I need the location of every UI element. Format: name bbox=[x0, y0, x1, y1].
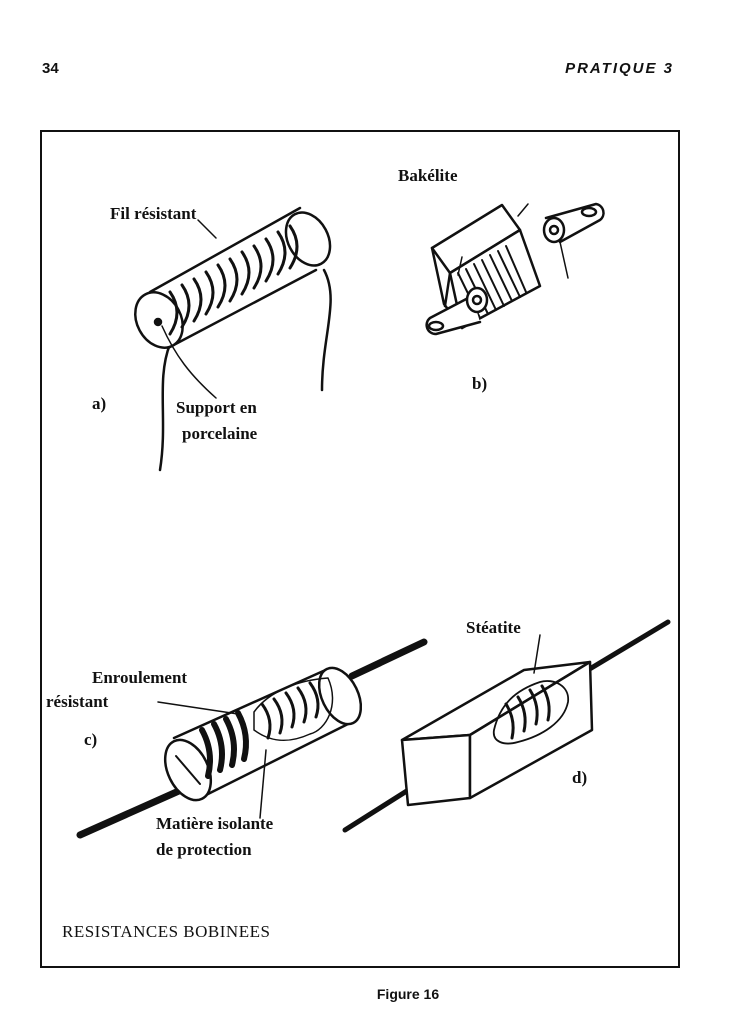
label-fil-resistant: Fil résistant bbox=[110, 204, 197, 223]
letter-d: d) bbox=[572, 768, 588, 787]
resistor-a-drawing bbox=[134, 206, 332, 472]
figure-caption: Figure 16 bbox=[376, 986, 440, 1002]
label-steatite: Stéatite bbox=[466, 618, 521, 637]
frame-caption: RESISTANCES BOBINEES bbox=[62, 922, 271, 941]
label-support-line-2: porcelaine bbox=[182, 424, 258, 443]
figure-frame bbox=[40, 130, 680, 968]
resistor-d-drawing bbox=[342, 619, 671, 833]
letter-a: a) bbox=[92, 394, 107, 413]
letter-b: b) bbox=[472, 374, 488, 393]
label-enroulement-line-2: résistant bbox=[46, 692, 109, 711]
label-matiere-line-1: Matière isolante bbox=[156, 814, 274, 833]
label-enroulement-line-1: Enroulement bbox=[92, 668, 188, 687]
label-matiere-line-2: de protection bbox=[156, 840, 252, 859]
resistor-b-drawing bbox=[425, 202, 605, 336]
figure-illustration bbox=[76, 202, 671, 839]
running-head: PRATIQUE 3 bbox=[565, 60, 674, 77]
resistor-c-drawing bbox=[76, 638, 428, 839]
label-bakelite: Bakélite bbox=[398, 166, 458, 185]
letter-c: c) bbox=[84, 730, 98, 749]
label-support-line-1: Support en bbox=[176, 398, 257, 417]
page-number: 34 bbox=[42, 60, 59, 77]
